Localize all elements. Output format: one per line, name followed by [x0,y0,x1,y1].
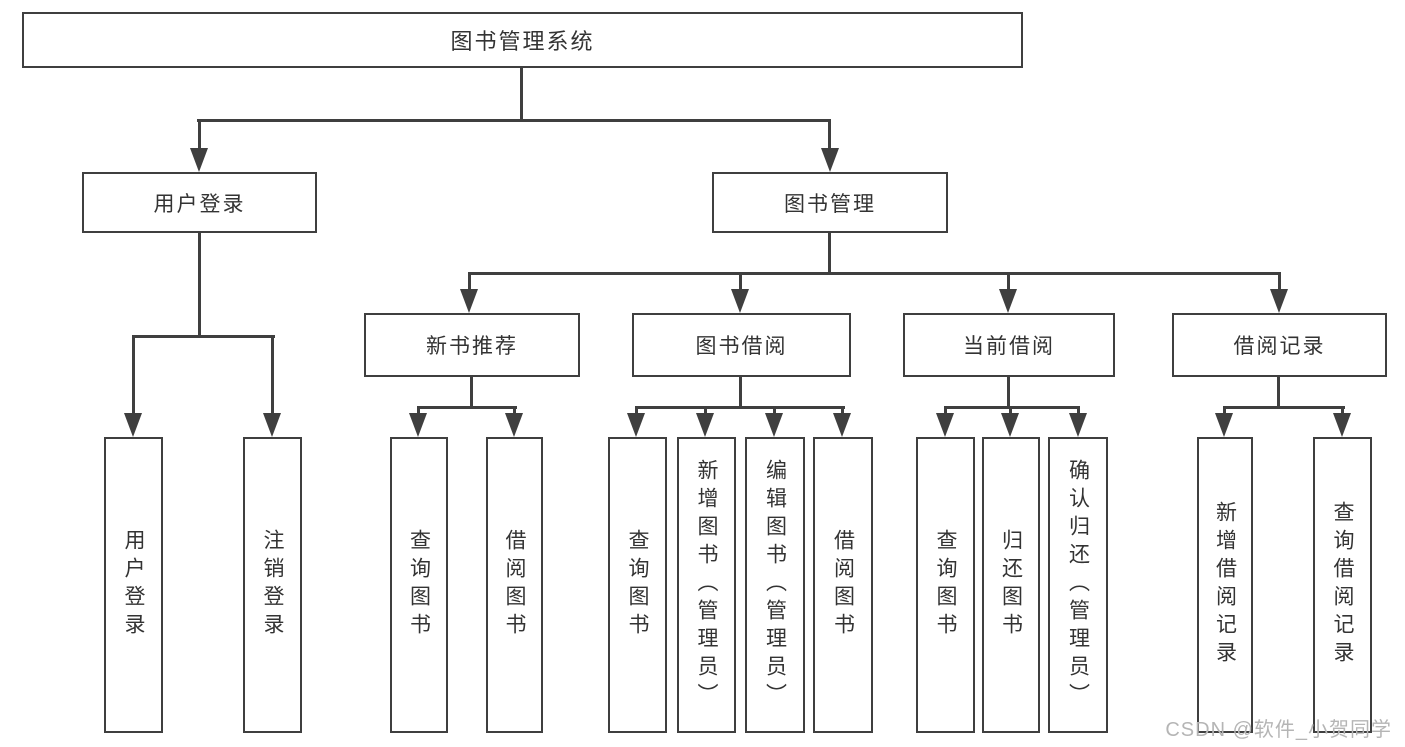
leaf-user-login: 用户登录 [104,437,163,733]
connector-line [1341,406,1344,418]
node-label: 借阅记录 [1233,335,1326,358]
leaf-logout: 注销登录 [243,437,302,733]
node-root: 图书管理系统 [22,12,1023,68]
arrowhead-icon [731,289,749,313]
node-new-book-recommend: 新书推荐 [364,313,580,377]
connector-line [1077,406,1080,418]
node-book-management: 图书管理 [712,172,948,233]
connector-line [468,272,1280,275]
leaf-label: 借阅图书 [831,529,855,641]
connector-line [1223,406,1345,409]
connector-line [1277,377,1280,408]
arrowhead-icon [696,413,714,437]
arrowhead-icon [765,413,783,437]
arrowhead-icon [1001,413,1019,437]
node-label: 用户登录 [153,192,246,216]
connector-line [828,233,831,275]
leaf-label: 查询图书 [407,529,431,641]
arrowhead-icon [1069,413,1087,437]
connector-line [132,335,135,417]
leaf-add-borrow-record: 新增借阅记录 [1197,437,1253,733]
connector-line [773,406,776,418]
connector-line [417,406,420,418]
leaf-label: 新增借阅记录 [1213,501,1237,669]
leaf-query-borrow-record: 查询借阅记录 [1313,437,1372,733]
node-borrow-records: 借阅记录 [1172,313,1387,377]
node-user-login: 用户登录 [82,172,317,233]
arrowhead-icon [936,413,954,437]
arrowhead-icon [409,413,427,437]
leaf-label: 编辑图书（管理员） [763,459,787,711]
node-label: 新书推荐 [426,335,518,358]
node-label: 当前借阅 [963,335,1055,358]
leaf-borrow-books: 借阅图书 [813,437,873,733]
watermark: CSDN @软件_小贺同学 [1165,719,1392,741]
connector-line [197,119,831,122]
arrowhead-icon [999,289,1017,313]
connector-line [470,377,473,408]
connector-line [841,406,844,418]
leaf-label: 归还图书 [999,529,1023,641]
connector-line [1007,377,1010,408]
leaf-query-books-current: 查询图书 [916,437,975,733]
connector-line [635,406,845,409]
connector-line [198,119,201,155]
leaf-label: 借阅图书 [503,529,526,641]
connector-line [1278,272,1281,294]
arrowhead-icon [833,413,851,437]
connector-line [468,272,471,294]
connector-line [132,335,275,338]
leaf-label: 注销登录 [261,529,284,641]
leaf-add-books-admin: 新增图书（管理员） [677,437,736,733]
node-book-borrow: 图书借阅 [632,313,851,377]
node-current-borrow: 当前借阅 [903,313,1115,377]
connector-line [1009,406,1012,418]
connector-line [944,406,1080,409]
arrowhead-icon [627,413,645,437]
connector-line [635,406,638,418]
connector-line [1007,272,1010,294]
connector-line [828,119,831,155]
arrowhead-icon [263,413,281,437]
leaf-label: 查询图书 [626,529,649,641]
node-root-label: 图书管理系统 [450,29,595,54]
leaf-edit-books-admin: 编辑图书（管理员） [745,437,805,733]
leaf-label: 查询图书 [934,529,957,641]
leaf-borrow-books-recommend: 借阅图书 [486,437,543,733]
connector-line [520,68,523,121]
arrowhead-icon [460,289,478,313]
leaf-label: 用户登录 [122,529,145,641]
arrowhead-icon [1215,413,1233,437]
arrowhead-icon [821,148,839,172]
leaf-label: 查询借阅记录 [1331,501,1354,669]
arrowhead-icon [1333,413,1351,437]
leaf-query-books-recommend: 查询图书 [390,437,448,733]
node-label: 图书借阅 [695,335,788,358]
connector-line [944,406,947,418]
leaf-label: 确认归还（管理员） [1066,459,1090,711]
leaf-return-books: 归还图书 [982,437,1040,733]
leaf-label: 新增图书（管理员） [695,459,718,711]
connector-line [271,335,274,417]
connector-line [739,272,742,294]
connector-line [198,233,201,338]
connector-line [1223,406,1226,418]
arrowhead-icon [505,413,523,437]
arrowhead-icon [1270,289,1288,313]
connector-line [704,406,707,418]
node-label: 图书管理 [784,192,876,216]
arrowhead-icon [124,413,142,437]
leaf-query-books-borrow: 查询图书 [608,437,667,733]
leaf-confirm-return-admin: 确认归还（管理员） [1048,437,1108,733]
connector-line [417,406,517,409]
connector-line [513,406,516,418]
arrowhead-icon [190,148,208,172]
connector-line [739,377,742,408]
